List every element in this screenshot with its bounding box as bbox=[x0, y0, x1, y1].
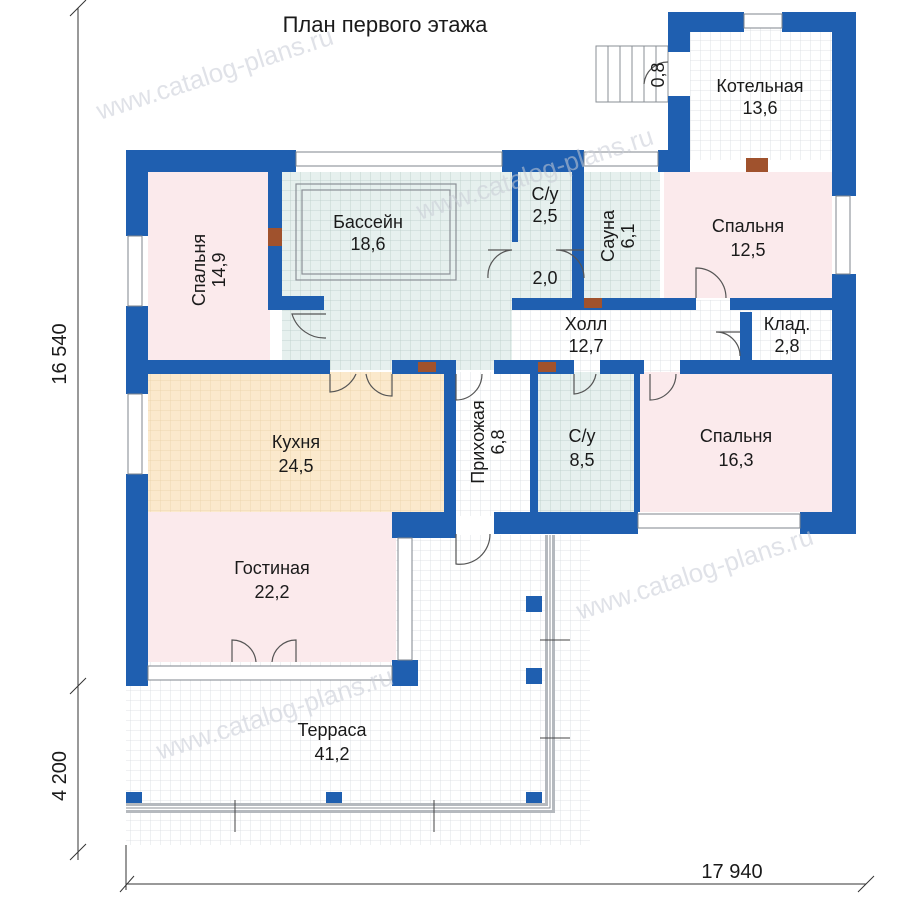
terrace-railing bbox=[126, 535, 570, 832]
stairs-label: 0,8 bbox=[648, 62, 668, 87]
dimension-lines bbox=[69, 0, 875, 893]
kitchen-area: 24,5 bbox=[278, 456, 313, 476]
entry-floor bbox=[444, 372, 530, 516]
pool-area-floor bbox=[282, 172, 512, 370]
terrace-name: Терраса bbox=[297, 720, 367, 740]
wc-top-name: С/у bbox=[532, 184, 559, 204]
pool-name: Бассейн bbox=[333, 212, 403, 232]
living-floor bbox=[148, 512, 396, 662]
watermark: www.catalog-plans.ru bbox=[572, 521, 817, 626]
height-main-label: 16 540 bbox=[49, 323, 71, 384]
kitchen-name: Кухня bbox=[272, 432, 320, 452]
entry-name: Прихожая bbox=[468, 400, 488, 483]
hall-name: Холл bbox=[565, 314, 607, 334]
sauna-area: 6,1 bbox=[618, 223, 638, 248]
living-area: 22,2 bbox=[254, 582, 289, 602]
bedroom-left-floor bbox=[148, 172, 270, 360]
dimension-labels: 16 540 4 200 17 940 bbox=[49, 323, 763, 883]
wc-bottom-floor bbox=[530, 372, 634, 512]
plan-title: План первого этажа bbox=[283, 12, 489, 37]
wc-top-area: 2,5 bbox=[532, 206, 557, 226]
bedroom-left-name: Спальня bbox=[189, 234, 209, 306]
bedroom-right-bottom-floor bbox=[634, 372, 832, 512]
sauna-name: Сауна bbox=[598, 209, 618, 262]
hall-area: 12,7 bbox=[568, 336, 603, 356]
boiler-floor bbox=[690, 20, 832, 160]
windows bbox=[127, 13, 851, 681]
pool-basin bbox=[295, 183, 457, 281]
room-labels: Котельная 13,6 0,8 Спальня 14,9 Бассейн … bbox=[189, 62, 810, 764]
bedroom-right-bottom-area: 16,3 bbox=[718, 450, 753, 470]
chimneys bbox=[268, 158, 768, 372]
entry-area: 6,8 bbox=[488, 429, 508, 454]
boiler-name: Котельная bbox=[716, 76, 803, 96]
kitchen-floor bbox=[148, 372, 444, 512]
boiler-area: 13,6 bbox=[742, 98, 777, 118]
terrace-area: 41,2 bbox=[314, 744, 349, 764]
bedroom-right-bottom-name: Спальня bbox=[700, 426, 772, 446]
bedroom-right-top-area: 12,5 bbox=[730, 240, 765, 260]
living-name: Гостиная bbox=[234, 558, 310, 578]
bedroom-left-area: 14,9 bbox=[209, 252, 229, 287]
width-total-label: 17 940 bbox=[701, 861, 762, 883]
wc-bottom-name: С/у bbox=[569, 426, 596, 446]
storage-area: 2,8 bbox=[774, 336, 799, 356]
sauna-floor bbox=[584, 172, 660, 300]
wc-bottom-area: 8,5 bbox=[569, 450, 594, 470]
doors bbox=[231, 61, 741, 663]
vestibule-area: 2,0 bbox=[532, 268, 557, 288]
storage-name: Клад. bbox=[764, 314, 811, 334]
pool-area: 18,6 bbox=[350, 234, 385, 254]
bedroom-right-top-floor bbox=[664, 172, 832, 298]
height-terrace-label: 4 200 bbox=[49, 751, 71, 801]
boiler-stairs bbox=[595, 45, 669, 103]
bedroom-right-top-name: Спальня bbox=[712, 216, 784, 236]
